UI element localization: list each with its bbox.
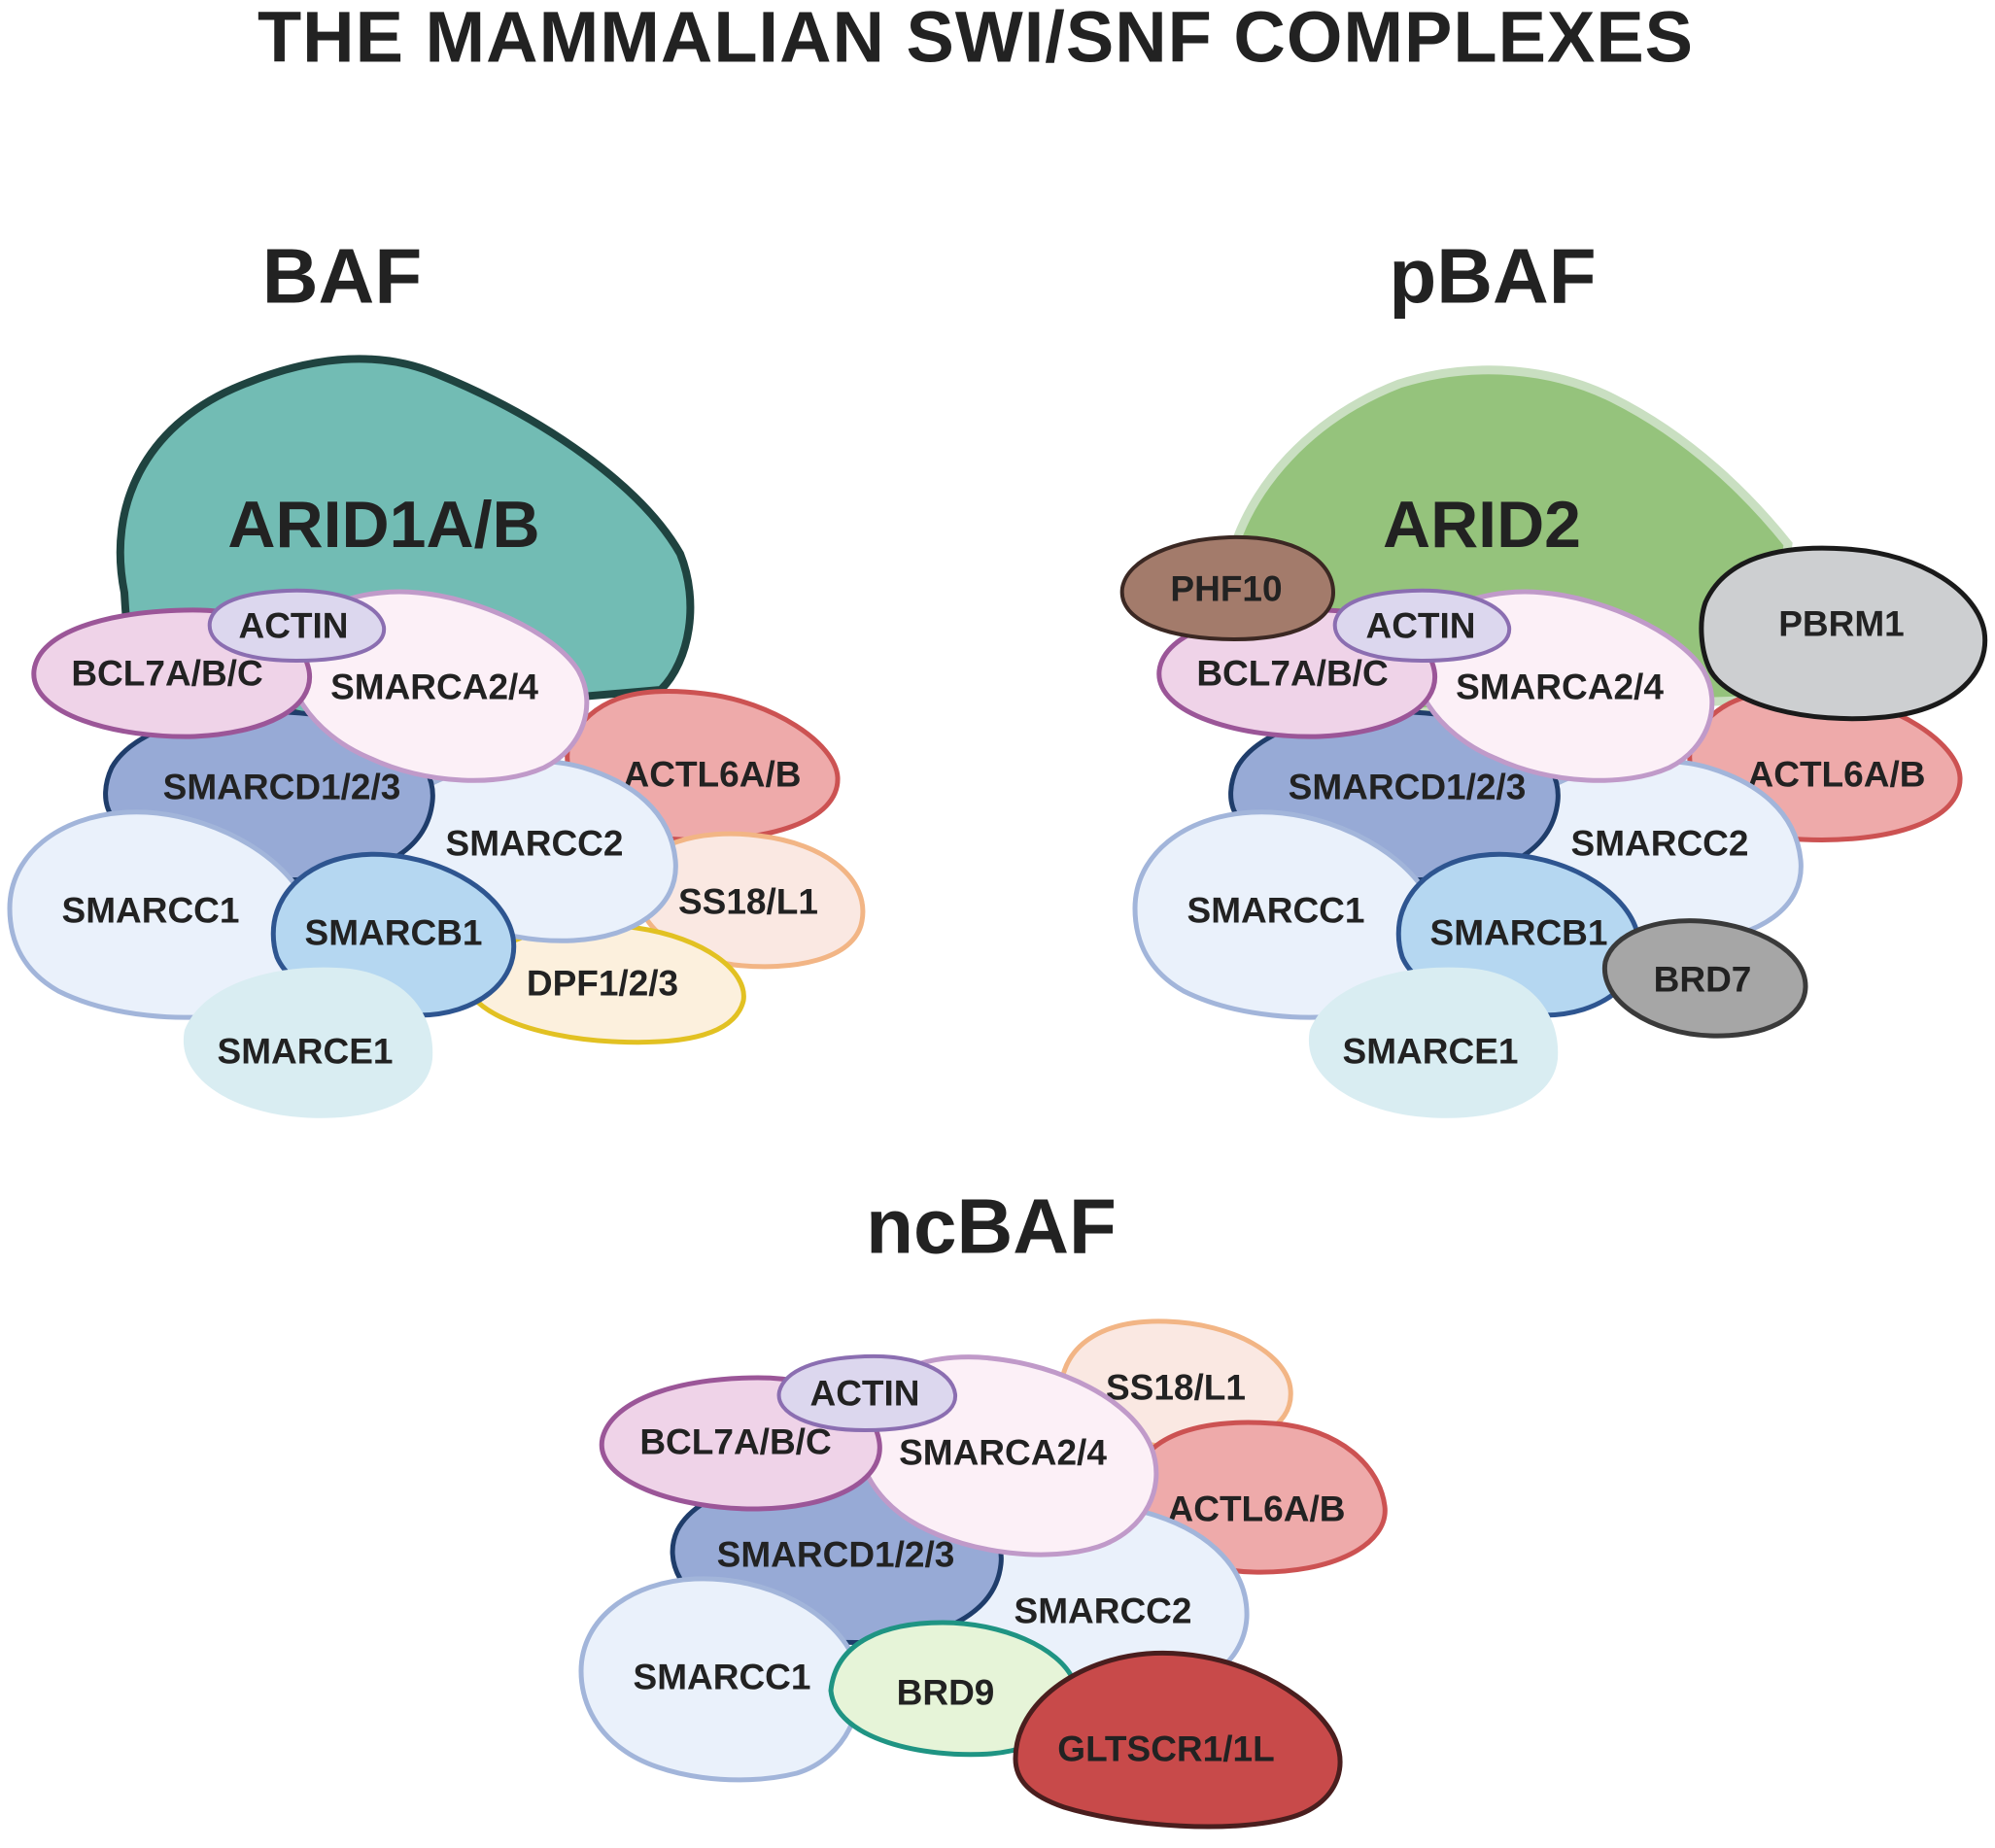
baf-arid1ab-label: ARID1A/B [227,488,539,562]
pbaf-bcl7abc-label: BCL7A/B/C [1196,654,1388,694]
pbaf-phf10-shape [1119,534,1336,642]
pbaf-smarcc1-label: SMARCC1 [1187,891,1365,931]
ncbaf-actl6ab-label: ACTL6A/B [1168,1489,1346,1529]
ncbaf-title: ncBAF [866,1183,1117,1270]
ncbaf-actin-shape [776,1353,958,1433]
ncbaf-complex: ncBAF SS18/L1 ACTL6A/B SMARCC2 SMARCD1/2… [578,1183,1388,1830]
baf-smarce1-shape [183,967,433,1118]
pbaf-pbrm1-shape [1699,545,1988,722]
pbaf-phf10-label: PHF10 [1170,569,1282,609]
pbaf-arid2-label: ARID2 [1383,488,1581,562]
baf-actl6ab-label: ACTL6A/B [624,755,802,795]
baf-bcl7abc-label: BCL7A/B/C [71,654,262,694]
ncbaf-gltscr-shape [1013,1650,1343,1830]
ncbaf-brd9-label: BRD9 [897,1673,995,1713]
baf-ss1811-label: SS18/L1 [678,882,818,922]
pbaf-actin-shape [1332,588,1512,664]
baf-smarcc1-label: SMARCC1 [62,891,240,931]
baf-actin-shape [207,588,387,664]
ncbaf-bcl7abc-label: BCL7A/B/C [639,1422,831,1462]
pbaf-smarce1-shape [1308,967,1559,1118]
pbaf-complex: pBAF ARID2 ACTL6A/B PBRM1 SMARCC2 SMARCD… [1119,233,1988,1118]
ncbaf-smarcd123-label: SMARCD1/2/3 [717,1535,955,1575]
ncbaf-gltscr-label: GLTSCR1/1L [1057,1729,1274,1769]
pbaf-brd7-label: BRD7 [1654,960,1752,1000]
pbaf-smarcc2-label: SMARCC2 [1571,824,1749,864]
baf-title: BAF [262,233,422,320]
ncbaf-smarcc2-label: SMARCC2 [1015,1591,1192,1631]
figure-title: THE MAMMALIAN SWI/SNF COMPLEXES [258,0,1694,78]
baf-smarcd123-label: SMARCD1/2/3 [163,768,401,807]
pbaf-pbrm1-label: PBRM1 [1778,604,1905,644]
baf-smarcb1-label: SMARCB1 [305,913,483,953]
baf-smarca24-label: SMARCA2/4 [330,667,538,707]
baf-actin-label: ACTIN [238,606,348,646]
pbaf-smarcb1-label: SMARCB1 [1430,913,1608,953]
pbaf-smarce1-label: SMARCE1 [1343,1032,1519,1072]
baf-smarcc2-label: SMARCC2 [446,824,624,864]
baf-complex: BAF ARID1A/B ACTL6A/B SS18/L1 DPF1/2/3 S… [7,233,866,1118]
ncbaf-smarca24-label: SMARCA2/4 [899,1433,1107,1473]
pbaf-actl6ab-label: ACTL6A/B [1748,755,1926,795]
ncbaf-actin-label: ACTIN [809,1374,919,1414]
pbaf-smarca24-label: SMARCA2/4 [1456,667,1664,707]
pbaf-smarcd123-label: SMARCD1/2/3 [1289,768,1527,807]
ncbaf-ss1811-label: SS18/L1 [1106,1368,1246,1408]
baf-smarce1-label: SMARCE1 [218,1032,394,1072]
ncbaf-smarcc1-label: SMARCC1 [634,1658,811,1697]
baf-dpf123-label: DPF1/2/3 [527,964,678,1004]
pbaf-title: pBAF [1389,233,1596,320]
pbaf-actin-label: ACTIN [1365,606,1475,646]
pbaf-brd7-shape [1601,918,1808,1039]
